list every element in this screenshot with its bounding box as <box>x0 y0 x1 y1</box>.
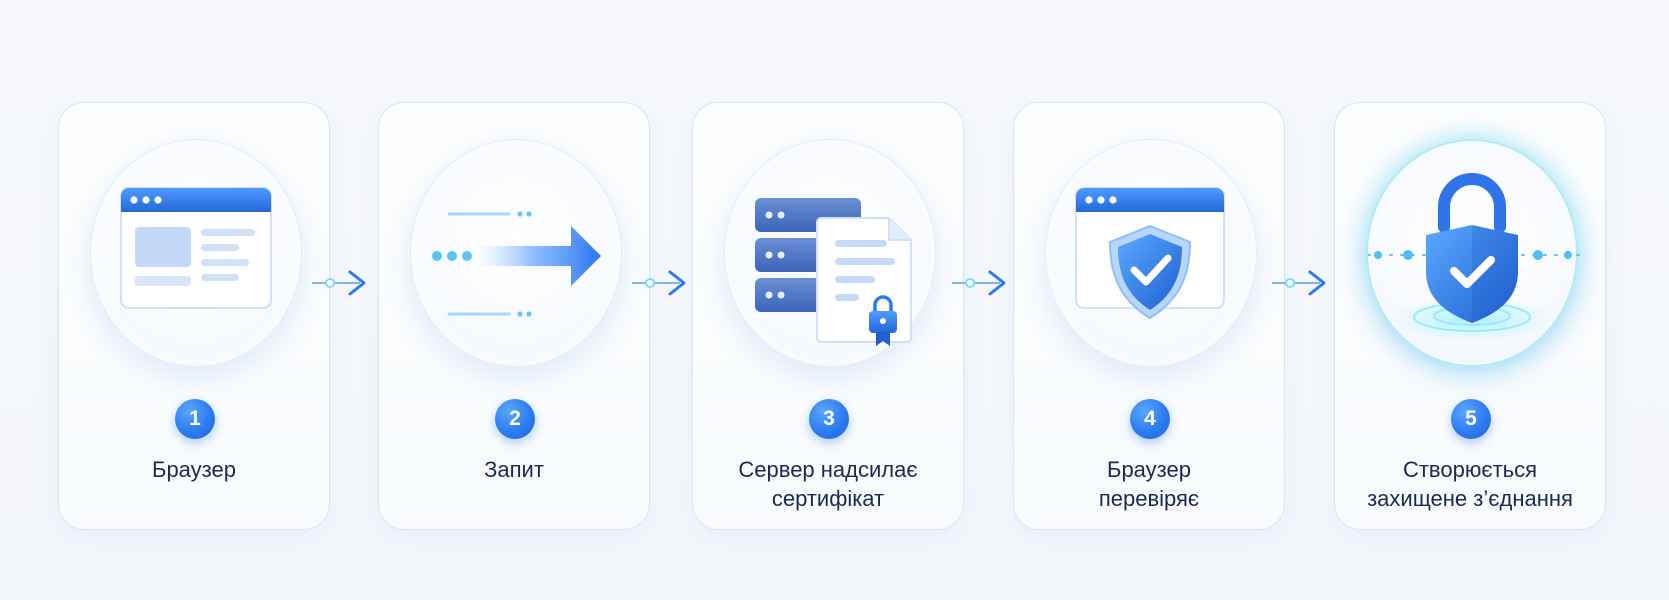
step-card-1: 1 Браузер <box>58 102 330 530</box>
browser-shield-icon <box>1075 187 1225 320</box>
step-icon-circle <box>410 139 622 367</box>
server-certificate-icon <box>755 198 912 346</box>
step-icon-circle <box>1045 139 1257 367</box>
request-arrow-icon <box>432 211 601 317</box>
browser-window-icon <box>120 187 272 309</box>
connector-arrow-icon <box>312 270 366 296</box>
step-label-line: Браузер <box>152 457 236 482</box>
padlock-check-icon <box>1368 173 1580 341</box>
step-label-line: Запит <box>484 457 544 482</box>
step-number-badge: 1 <box>175 399 215 439</box>
step-label-line: Сервер надсилає <box>738 457 918 482</box>
step-label-line: сертифікат <box>771 486 885 511</box>
step-label-line: Створюється <box>1402 457 1538 482</box>
step-icon-circle <box>724 139 936 367</box>
step-label: Сервер надсилає сертифікат <box>693 455 963 513</box>
step-icon-circle <box>90 139 302 367</box>
step-label-line: перевіряє <box>1098 486 1200 511</box>
connector-arrow-icon <box>632 270 686 296</box>
step-icon-circle <box>1366 139 1580 367</box>
step-card-4: 4 Браузер перевіряє <box>1013 102 1285 530</box>
step-card-5: 5 Створюється захищене з’єднання <box>1334 102 1606 530</box>
step-number-badge: 5 <box>1451 399 1491 439</box>
connector-arrow-icon <box>1272 270 1326 296</box>
step-number-badge: 4 <box>1130 399 1170 439</box>
step-label: Створюється захищене з’єднання <box>1335 455 1605 513</box>
step-card-3: 3 Сервер надсилає сертифікат <box>692 102 964 530</box>
step-label: Браузер перевіряє <box>1014 455 1284 513</box>
connector-arrow-icon <box>952 270 1006 296</box>
step-number-badge: 2 <box>495 399 535 439</box>
step-label-line: захищене з’єднання <box>1367 486 1573 511</box>
step-card-2: 2 Запит <box>378 102 650 530</box>
step-label: Браузер <box>59 455 329 484</box>
step-label: Запит <box>379 455 649 484</box>
step-label-line: Браузер <box>1107 457 1191 482</box>
step-number-badge: 3 <box>809 399 849 439</box>
